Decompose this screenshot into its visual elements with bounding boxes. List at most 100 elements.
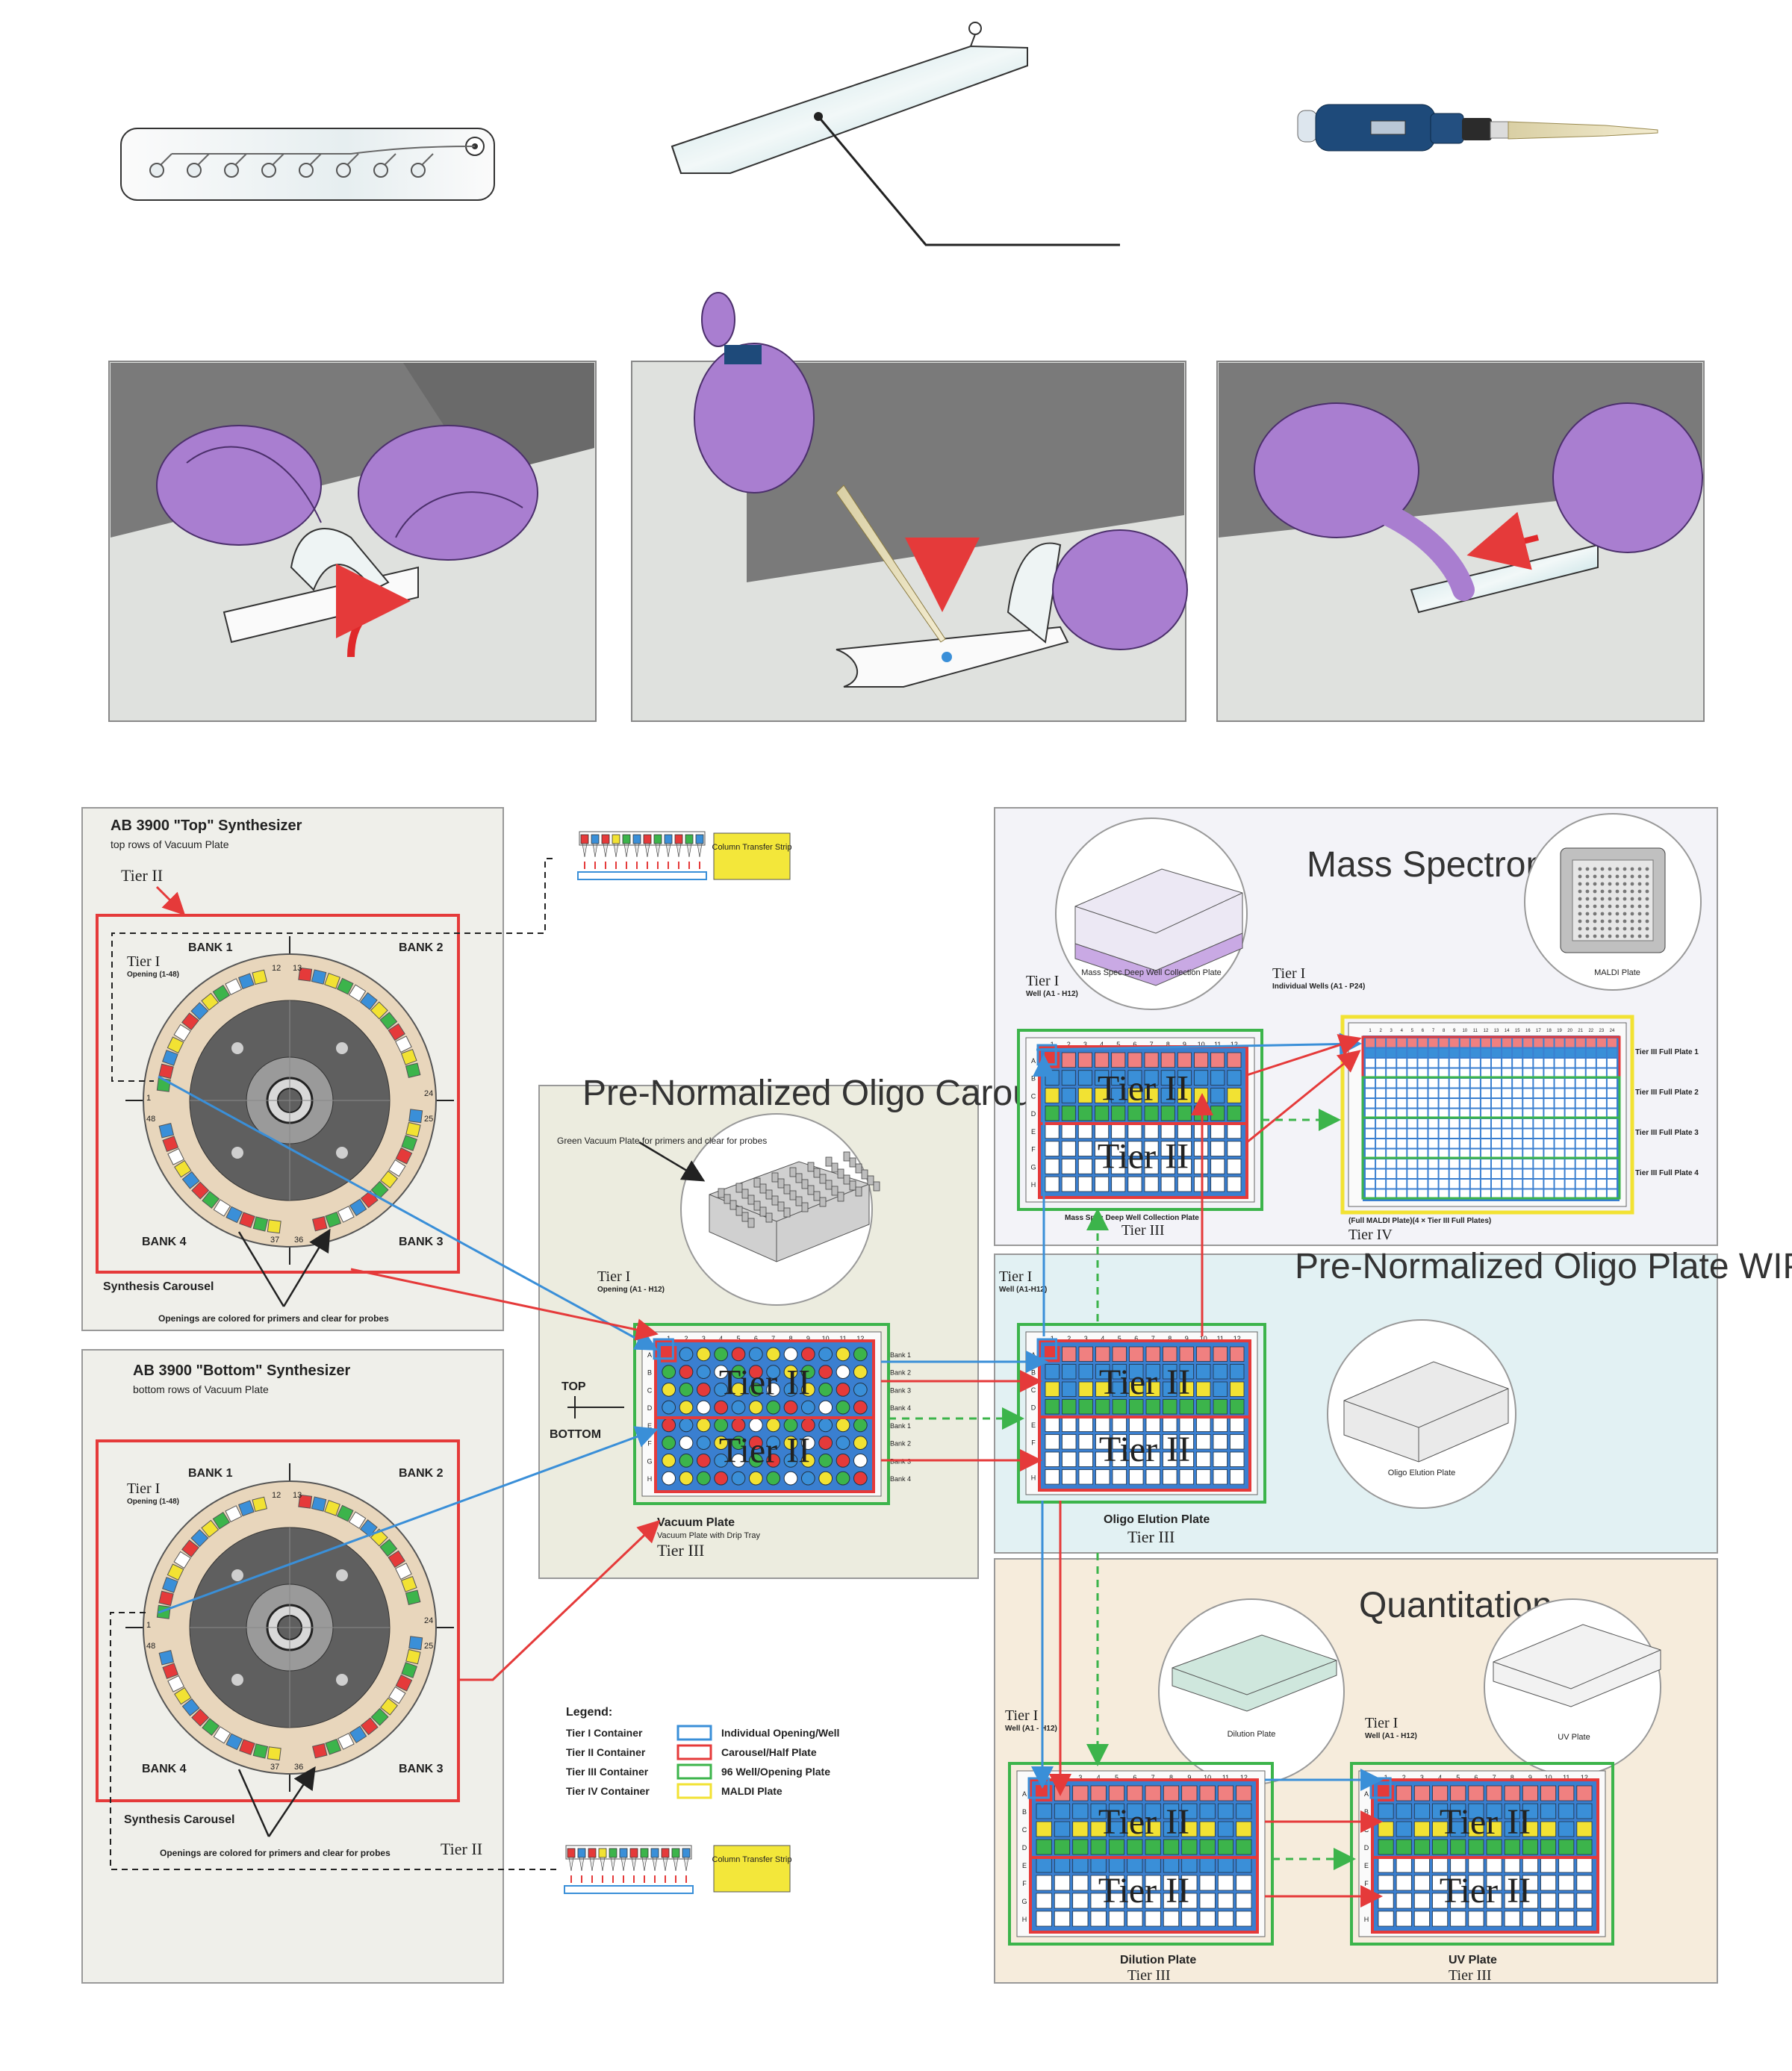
well [1486,1910,1502,1927]
well [1236,1785,1252,1801]
well [714,1383,729,1397]
well [1396,1893,1412,1909]
well [714,1454,729,1468]
carousel-opening [401,1135,418,1151]
maldi-well [1586,1059,1596,1068]
well [1144,1159,1159,1174]
col-number: 5 [1116,1041,1120,1048]
well [1179,1434,1194,1450]
elution-plate-tier: Tier III [1127,1527,1175,1546]
well [1413,1910,1430,1927]
maldi-well [1470,1038,1480,1047]
well [1163,1857,1180,1873]
well [1378,1910,1394,1927]
well [1227,1070,1242,1086]
q-well-tier: Tier I [1005,1707,1038,1724]
maldi-well [1449,1139,1459,1148]
well [748,1436,763,1450]
tier2-label-top: Tier II [1098,1802,1189,1842]
well [1227,1176,1242,1192]
row-letter: D [1031,1110,1036,1118]
carousel-opening [252,969,268,985]
maldi-well [1470,1169,1480,1178]
well [1078,1469,1093,1485]
row-letter: D [1022,1844,1027,1852]
well [1217,1857,1234,1873]
maldi-col-number: 22 [1588,1029,1593,1033]
well [1036,1839,1052,1855]
well [1054,1821,1071,1837]
well [1127,1875,1143,1891]
row-letter: G [1030,1163,1036,1171]
carousel-opening [380,1170,398,1189]
dilution-plate-label: Dilution Plate [1120,1954,1196,1966]
well [1095,1176,1110,1192]
maldi-well [1449,1038,1459,1047]
col-number: 9 [1183,1041,1186,1048]
col-number: 10 [1204,1774,1211,1781]
well [1095,1088,1110,1103]
well [766,1454,781,1468]
tier2-label-top: Tier II [1440,1802,1531,1842]
legend-tier: Tier IV Container [566,1785,650,1797]
carousel-opening [311,1496,327,1512]
carousel-opening [212,985,231,1003]
well [1558,1910,1575,1927]
well [1540,1821,1557,1837]
maldi-well [1397,1038,1407,1047]
well [1108,1857,1125,1873]
strip-column [671,1848,680,1858]
maldi-well [1397,1059,1407,1068]
carousel-opening [359,992,378,1010]
well [836,1400,850,1415]
well [679,1400,694,1415]
maldi-well [1502,1109,1512,1118]
well [1576,1857,1593,1873]
tier2-label-bottom: Tier II [1098,1137,1189,1177]
maldi-col-number: 2 [1379,1029,1382,1033]
well [1179,1364,1194,1380]
maldi-well [1607,1139,1617,1148]
maldi-well [1428,1189,1438,1198]
maldi-well [1481,1109,1490,1118]
well [1378,1803,1394,1819]
well [1054,1893,1071,1909]
well [853,1347,868,1362]
maldi-well [1481,1180,1490,1189]
strip-column [619,1848,628,1858]
maldi-well [1544,1068,1554,1077]
strip-label-bottom: Column Transfer Strip [712,1855,792,1864]
maldi-well [1460,1189,1469,1198]
maldi-well [1418,1079,1428,1088]
maldi-well [1366,1038,1375,1047]
well [1090,1839,1107,1855]
maldi-well [1428,1059,1438,1068]
well [1504,1893,1520,1909]
well [1540,1910,1557,1927]
carousel-opening [161,1577,178,1593]
dilution-icon-label: Dilution Plate [1228,1730,1276,1739]
maldi-well [1502,1079,1512,1088]
well [800,1400,815,1415]
well [1045,1088,1060,1103]
strip-column [685,834,694,844]
connector-ms-bottom-to-maldi [1246,1050,1361,1144]
well [1045,1416,1060,1432]
well [1036,1875,1052,1891]
maldi-well [1492,1189,1502,1198]
bottom-num-13: 13 [293,1491,302,1500]
well [714,1471,729,1486]
row-letter: C [1022,1826,1027,1834]
well [1078,1399,1093,1415]
well [1378,1893,1394,1909]
well [1213,1451,1228,1467]
well [800,1347,815,1362]
top-num-12: 12 [272,964,281,973]
well [1145,1803,1161,1819]
ms-indiv-range: Individual Wells (A1 - P24) [1272,982,1365,991]
maldi-well [1555,1089,1564,1097]
strip-column [632,834,641,844]
well [1576,1785,1593,1801]
well [1111,1176,1126,1192]
maldi-well [1492,1079,1502,1088]
